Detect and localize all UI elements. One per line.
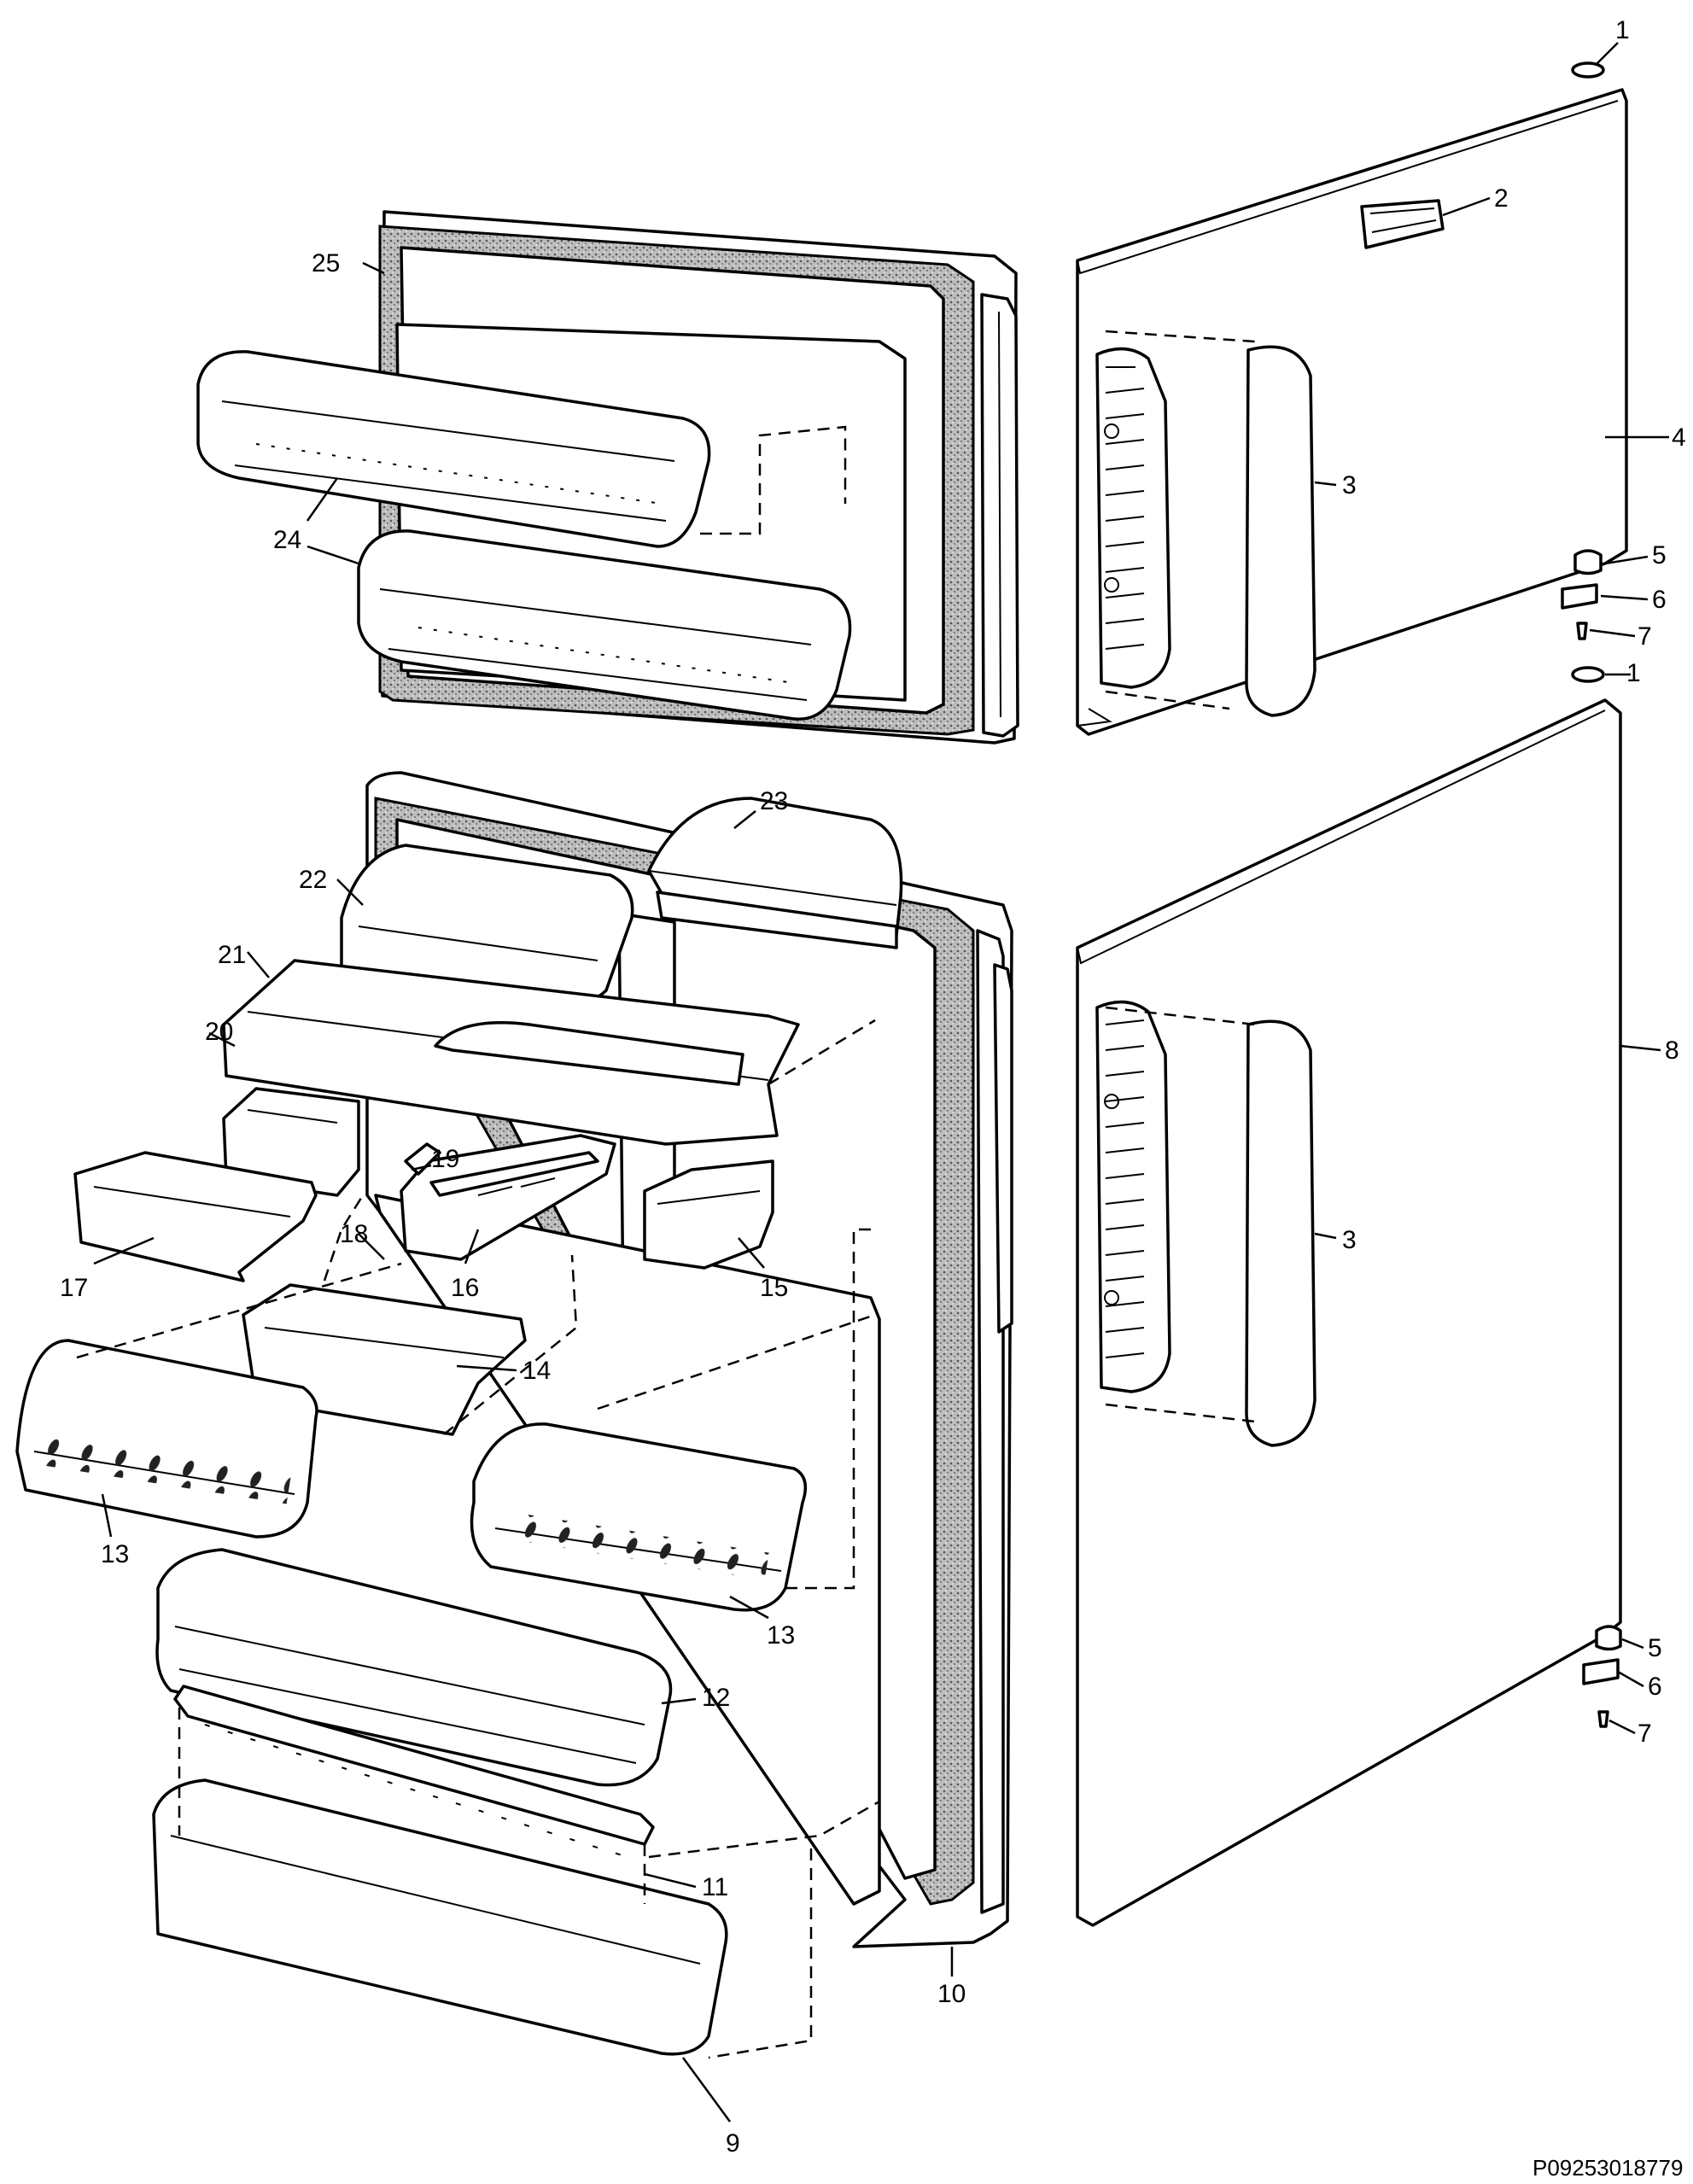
left-door-bin <box>73 1151 318 1282</box>
callout-8: 8 <box>1665 1037 1679 1065</box>
freezer-door-shelf-lower <box>357 529 852 721</box>
callout-1-middle: 1 <box>1626 659 1641 687</box>
callout-4: 4 <box>1672 423 1686 452</box>
door-shelf-long <box>155 1548 673 1787</box>
freezer-door-handle <box>1095 345 1316 717</box>
callout-3-upper: 3 <box>1342 471 1357 499</box>
callout-13-right: 13 <box>767 1621 795 1650</box>
callout-21: 21 <box>218 941 246 969</box>
callout-5-lower: 5 <box>1648 1634 1662 1662</box>
callout-16: 16 <box>451 1274 479 1302</box>
door-bin-lower-right <box>470 1422 808 1612</box>
egg-tray-assembly <box>400 1134 616 1261</box>
callout-20: 20 <box>205 1018 233 1046</box>
callout-17: 17 <box>60 1274 88 1302</box>
freezer-door-outer <box>1076 88 1628 736</box>
freezer-door-shelf-upper <box>196 350 711 548</box>
lower-hinge-parts <box>1582 1625 1622 1728</box>
callout-14: 14 <box>522 1357 551 1385</box>
callout-12: 12 <box>702 1684 730 1712</box>
bottom-door-bin <box>152 1778 728 2056</box>
document-id: P09253018779 <box>1532 2155 1683 2181</box>
callout-3-lower: 3 <box>1342 1226 1357 1254</box>
callout-13-left: 13 <box>101 1540 129 1568</box>
door-vent-strip <box>173 1685 655 1858</box>
callout-23: 23 <box>760 787 788 815</box>
callout-5-upper: 5 <box>1652 541 1667 569</box>
callout-24: 24 <box>273 526 301 554</box>
callout-labels: 1 1 2 3 3 4 5 5 6 6 7 7 8 9 10 11 12 13 … <box>60 16 1686 2158</box>
upper-hinge-parts <box>1561 61 1605 683</box>
callout-18: 18 <box>340 1220 368 1248</box>
dairy-compartment-cover <box>647 797 903 949</box>
callout-1-top: 1 <box>1615 16 1630 44</box>
callout-25: 25 <box>312 249 340 277</box>
callout-15: 15 <box>760 1274 788 1302</box>
callout-19: 19 <box>431 1145 459 1173</box>
callout-6-upper: 6 <box>1652 586 1667 614</box>
fresh-food-door-handle <box>1095 1000 1316 1447</box>
door-bin-lower-left <box>15 1339 318 1539</box>
leader-lines <box>93 42 1669 2123</box>
callout-9: 9 <box>726 2129 740 2158</box>
callout-11: 11 <box>702 1873 728 1901</box>
callout-10: 10 <box>937 1980 966 2008</box>
callout-6-lower: 6 <box>1648 1673 1662 1701</box>
callout-22: 22 <box>299 866 327 894</box>
callout-7-lower: 7 <box>1638 1720 1652 1748</box>
callout-2: 2 <box>1494 184 1509 213</box>
callout-7-upper: 7 <box>1638 622 1652 651</box>
